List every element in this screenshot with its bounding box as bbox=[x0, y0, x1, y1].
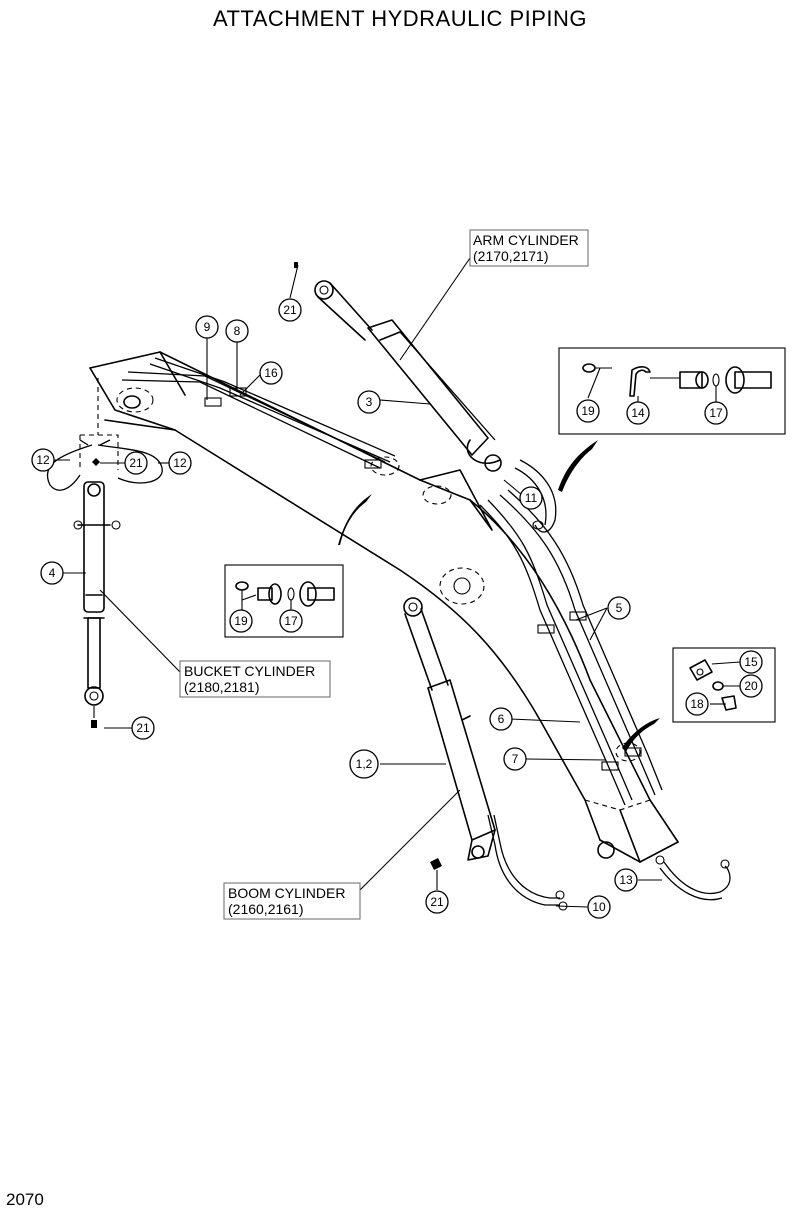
arm-cylinder-label: ARM CYLINDER (2170,2171) bbox=[469, 229, 589, 267]
detail-box-arm-fitting bbox=[558, 347, 786, 435]
callout-17-mid: 17 bbox=[279, 609, 303, 633]
callout-21-boom: 21 bbox=[425, 890, 449, 914]
page-title: ATTACHMENT HYDRAULIC PIPING bbox=[212, 6, 588, 31]
svg-text:21: 21 bbox=[136, 721, 150, 735]
svg-text:20: 20 bbox=[744, 679, 758, 693]
page-number: 2070 bbox=[6, 1190, 44, 1209]
boom-cylinder-label: BOOM CYLINDER (2160,2161) bbox=[223, 882, 361, 920]
svg-text:9: 9 bbox=[204, 320, 211, 334]
svg-text:14: 14 bbox=[631, 406, 645, 420]
callout-19-mid: 19 bbox=[229, 609, 253, 633]
callout-7: 7 bbox=[503, 747, 527, 771]
hose-13 bbox=[655, 855, 731, 901]
pipe-lines bbox=[121, 357, 663, 806]
callout-17-upper: 17 bbox=[704, 401, 728, 425]
svg-text:21: 21 bbox=[283, 303, 297, 317]
svg-text:17: 17 bbox=[709, 406, 723, 420]
svg-text:17: 17 bbox=[284, 614, 298, 628]
svg-text:1,2: 1,2 bbox=[356, 757, 373, 771]
callout-14: 14 bbox=[626, 401, 650, 425]
svg-text:(2170,2171): (2170,2171) bbox=[473, 248, 549, 264]
detail-box-flange bbox=[672, 647, 776, 723]
svg-text:11: 11 bbox=[525, 491, 538, 505]
callout-5: 5 bbox=[607, 596, 631, 620]
boom-cylinder bbox=[403, 597, 568, 911]
svg-text:19: 19 bbox=[234, 614, 248, 628]
svg-text:21: 21 bbox=[129, 456, 143, 470]
detail-box-bucket-fitting bbox=[224, 564, 344, 638]
callout-20: 20 bbox=[739, 674, 763, 698]
svg-text:10: 10 bbox=[592, 900, 606, 914]
svg-text:6: 6 bbox=[498, 712, 505, 726]
callout-12-right: 12 bbox=[168, 451, 192, 475]
callout-4: 4 bbox=[40, 561, 64, 585]
svg-text:3: 3 bbox=[366, 395, 373, 409]
leader-lines bbox=[52, 257, 742, 908]
callout-13: 13 bbox=[614, 868, 638, 892]
callout-3: 3 bbox=[357, 390, 381, 414]
svg-text:18: 18 bbox=[690, 697, 704, 711]
svg-text:12: 12 bbox=[36, 453, 50, 467]
callout-6: 6 bbox=[489, 707, 513, 731]
callout-1-2: 1,2 bbox=[349, 749, 379, 779]
svg-text:4: 4 bbox=[49, 566, 56, 580]
svg-text:13: 13 bbox=[619, 873, 633, 887]
callout-18: 18 bbox=[685, 692, 709, 716]
callout-16: 16 bbox=[259, 361, 283, 385]
callout-15: 15 bbox=[739, 650, 763, 674]
callout-8: 8 bbox=[225, 319, 249, 343]
svg-text:15: 15 bbox=[744, 655, 758, 669]
arm-cylinder bbox=[294, 262, 557, 533]
svg-text:ARM CYLINDER: ARM CYLINDER bbox=[473, 232, 579, 248]
callout-21-arm: 21 bbox=[278, 298, 302, 322]
svg-text:(2180,2181): (2180,2181) bbox=[184, 679, 260, 695]
svg-text:7: 7 bbox=[512, 752, 519, 766]
bucket-cylinder-label: BUCKET CYLINDER (2180,2181) bbox=[179, 660, 331, 698]
svg-text:8: 8 bbox=[234, 324, 241, 338]
callout-10: 10 bbox=[587, 895, 611, 919]
svg-text:BUCKET CYLINDER: BUCKET CYLINDER bbox=[184, 663, 315, 679]
svg-text:16: 16 bbox=[264, 366, 278, 380]
callout-21-bucket-top: 21 bbox=[124, 451, 148, 475]
svg-text:5: 5 bbox=[616, 601, 623, 615]
svg-text:12: 12 bbox=[173, 456, 187, 470]
callout-21-bucket-bottom: 21 bbox=[131, 716, 155, 740]
callout-19-upper: 19 bbox=[576, 399, 600, 423]
svg-text:19: 19 bbox=[581, 404, 595, 418]
boom-structure bbox=[89, 351, 679, 863]
callout-9: 9 bbox=[195, 315, 219, 339]
svg-text:BOOM CYLINDER: BOOM CYLINDER bbox=[228, 885, 345, 901]
callout-12-left: 12 bbox=[31, 448, 55, 472]
callout-11: 11 bbox=[519, 486, 543, 510]
bucket-cylinder bbox=[46, 434, 163, 728]
svg-text:21: 21 bbox=[430, 895, 444, 909]
svg-text:(2160,2161): (2160,2161) bbox=[228, 901, 304, 917]
